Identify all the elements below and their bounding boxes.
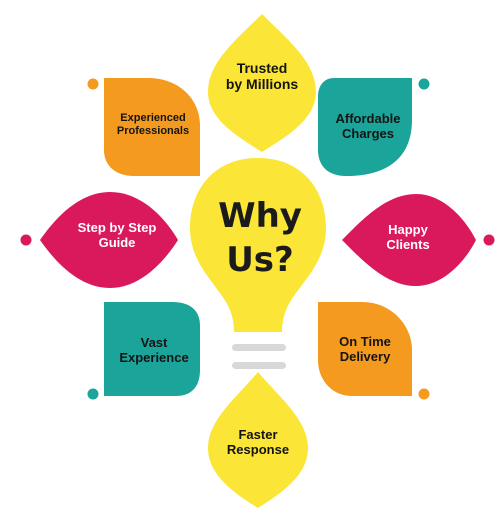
petal-ontime — [318, 302, 412, 396]
dot-orange-bottom-right — [418, 388, 430, 400]
bulb — [190, 158, 326, 332]
bulb-base-lower — [232, 362, 286, 369]
label-vast: Vast Experience — [119, 335, 189, 365]
label-happy: Happy Clients — [386, 222, 430, 252]
label-affordable: Affordable Charges — [335, 111, 401, 141]
petal-experienced — [104, 78, 200, 176]
petal-trusted — [208, 14, 316, 152]
petal-vast — [104, 302, 200, 396]
dot-teal-bottom-left — [87, 388, 99, 400]
dot-crimson-left — [20, 234, 32, 246]
label-step: Step by Step Guide — [77, 220, 157, 250]
bulb-base-upper — [232, 344, 286, 351]
petal-affordable — [318, 78, 412, 176]
petal-step — [40, 192, 178, 288]
center-title-line1: Why — [218, 196, 302, 236]
petal-happy — [342, 194, 476, 286]
dot-orange-top-left — [87, 78, 99, 90]
center-title-line2: Us? — [226, 240, 294, 280]
petal-faster — [208, 372, 308, 508]
label-trusted: Trusted by Millions — [225, 60, 299, 93]
label-ontime: On Time Delivery — [339, 334, 391, 364]
dot-crimson-right — [483, 234, 495, 246]
label-experienced: Experienced Professionals — [116, 112, 190, 137]
dot-teal-top-right — [418, 78, 430, 90]
label-faster: Faster Response — [226, 427, 290, 457]
